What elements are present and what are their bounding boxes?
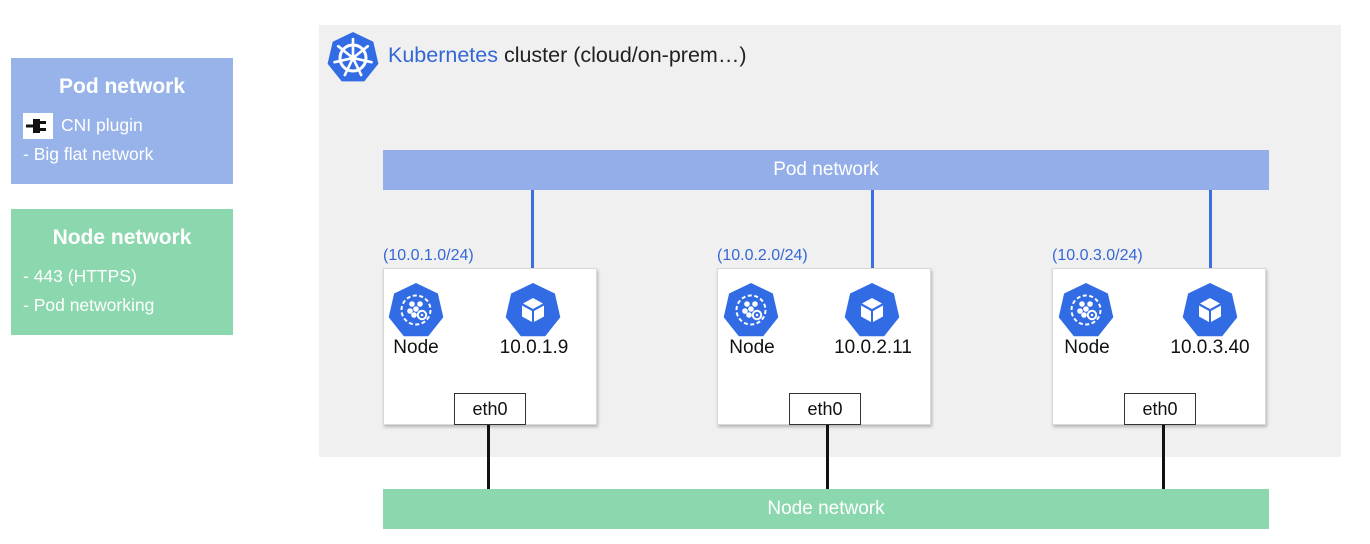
legend-pod-line-cni: CNI plugin <box>23 111 233 140</box>
node-2-pod-ip: 10.0.2.11 <box>834 337 912 358</box>
node-3-node-icon <box>1058 283 1114 337</box>
node-3-eth0: eth0 <box>1124 393 1196 425</box>
cluster-title: Kubernetes cluster (cloud/on-prem…) <box>388 43 747 68</box>
legend-pod-network: Pod network CNI plugin - Big flat networ… <box>11 58 233 184</box>
legend-node-title: Node network <box>52 226 192 249</box>
node-1-node-icon <box>388 283 444 337</box>
cluster-suffix: cluster (cloud/on-prem…) <box>497 43 747 67</box>
node-3-label: Node <box>1064 337 1110 358</box>
legend-pod-cni-text: CNI plugin <box>61 115 143 135</box>
legend-node-line-https: - 443 (HTTPS) <box>23 266 137 286</box>
pod-network-bar: Pod network <box>383 150 1269 190</box>
node-3-cidr: (10.0.3.0/24) <box>1052 247 1143 264</box>
node-network-bar-label: Node network <box>767 498 885 519</box>
legend-node-line-podnet: - Pod networking <box>23 295 155 315</box>
legend-node-network: Node network - 443 (HTTPS) - Pod network… <box>11 209 233 335</box>
node-2-node-icon <box>723 283 779 337</box>
node-network-bar: Node network <box>383 489 1269 529</box>
cluster-brand: Kubernetes <box>388 43 498 67</box>
node-3-pod-ip: 10.0.3.40 <box>1170 337 1250 358</box>
legend-pod-title: Pod network <box>58 75 185 98</box>
node-1-label: Node <box>393 337 439 358</box>
node-link-line-1 <box>487 425 490 489</box>
legend-pod-line-flat: - Big flat network <box>23 144 154 164</box>
node-2-pod-icon <box>844 283 900 337</box>
node-1-pod-icon <box>505 283 561 337</box>
pod-link-line-3 <box>1209 190 1212 288</box>
node-2-eth0: eth0 <box>789 393 861 425</box>
node-2-label: Node <box>729 337 775 358</box>
node-1-cidr: (10.0.1.0/24) <box>383 247 474 264</box>
node-link-line-3 <box>1162 425 1165 489</box>
plug-icon <box>23 112 53 139</box>
kubernetes-logo-icon <box>327 32 379 82</box>
pod-link-line-2 <box>871 190 874 288</box>
node-1-eth0: eth0 <box>454 393 526 425</box>
node-2-cidr: (10.0.2.0/24) <box>717 247 808 264</box>
pod-network-bar-label: Pod network <box>773 159 879 180</box>
pod-link-line-1 <box>531 190 534 288</box>
node-3-pod-icon <box>1182 283 1238 337</box>
node-link-line-2 <box>826 425 829 489</box>
node-1-pod-ip: 10.0.1.9 <box>499 337 569 358</box>
